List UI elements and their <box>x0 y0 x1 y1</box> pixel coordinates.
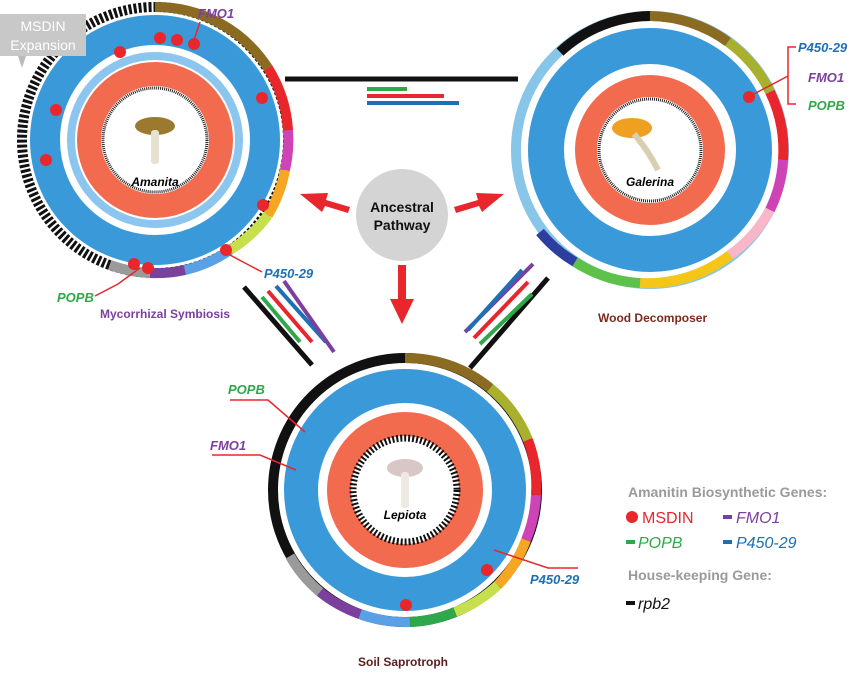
wood-decomposer-label: Wood Decomposer <box>598 311 707 325</box>
galerina-circos: Galerina <box>511 11 789 289</box>
center-arrows <box>300 193 504 324</box>
amanita-circos: Amanita <box>17 1 294 279</box>
lepiota-circos: Lepiota <box>268 352 542 628</box>
legend-p450-marker <box>723 540 732 544</box>
lepiota-msdin-dot-1 <box>481 564 493 576</box>
amanita-blue-track <box>30 15 280 265</box>
ancestral-line1: Ancestral <box>370 199 434 215</box>
galerina-p450-label: P450-29 <box>798 40 848 55</box>
galerina-gene-bracket <box>751 46 796 105</box>
top-link-gene-bars <box>367 87 459 105</box>
ancestral-line2: Pathway <box>374 217 431 233</box>
legend-p450-label: P450-29 <box>736 535 797 552</box>
left-link-line <box>242 285 314 367</box>
legend-title-biosynthetic: Amanitin Biosynthetic Genes: <box>628 484 827 500</box>
galerina-genus-label: Galerina <box>626 175 674 189</box>
msdin-expansion-callout: MSDIN Expansion <box>0 14 86 68</box>
lepiota-p450-label: P450-29 <box>530 572 580 587</box>
amanita-mushroom-icon <box>135 117 175 164</box>
galerina-msdin-dot <box>743 91 755 103</box>
soil-saprotroph-label: Soil Saprotroph <box>358 655 448 669</box>
lepiota-orange-track <box>327 412 483 568</box>
mycorrhizal-label: Mycorrhizal Symbiosis <box>100 307 230 321</box>
amanita-orange-track <box>77 62 233 218</box>
legend-popb-label: POPB <box>638 535 683 552</box>
lepiota-blue-track <box>284 369 526 611</box>
legend: Amanitin Biosynthetic Genes: MSDIN FMO1 … <box>626 484 827 613</box>
galerina-mushroom-icon <box>612 118 661 172</box>
legend-rpb2-marker <box>626 601 635 605</box>
legend-msdin-label: MSDIN <box>642 510 694 527</box>
lepiota-genus-label: Lepiota <box>384 508 427 522</box>
legend-fmo1-label: FMO1 <box>736 510 780 527</box>
legend-popb-marker <box>626 540 635 544</box>
amanita-fmo1-label: FMO1 <box>198 6 234 21</box>
amanita-popb-pointer <box>94 267 141 297</box>
arrow-to-lepiota <box>390 265 414 324</box>
amanita-msdin-dots <box>40 32 269 274</box>
galerina-fmo1-label: FMO1 <box>808 70 844 85</box>
lepiota-popb-pointer <box>230 399 306 433</box>
galerina-popb-label: POPB <box>808 98 845 113</box>
amanita-genus-label: Amanita <box>130 175 179 189</box>
right-link-gene-bars <box>463 262 535 346</box>
galerina-outer-ring <box>511 11 789 289</box>
legend-rpb2-label: rpb2 <box>638 596 670 613</box>
amanita-p450-label: P450-29 <box>264 266 314 281</box>
amanita-popb-label: POPB <box>57 290 94 305</box>
amanita-fmo1-pointer <box>193 21 201 41</box>
lepiota-p450-pointer <box>493 549 578 569</box>
arrow-to-galerina <box>454 193 504 213</box>
lepiota-msdin-dot-2 <box>400 599 412 611</box>
lepiota-outer-ring <box>268 352 542 628</box>
left-link-gene-bars <box>260 279 336 354</box>
legend-title-housekeeping: House-keeping Gene: <box>628 567 772 583</box>
galerina-blue-track <box>528 28 772 272</box>
lepiota-fmo1-pointer <box>212 454 297 471</box>
right-link-line <box>468 276 550 370</box>
galerina-orange-track <box>575 75 725 225</box>
legend-msdin-marker <box>626 511 638 523</box>
arrow-to-amanita <box>300 193 350 213</box>
legend-fmo1-marker <box>723 515 732 519</box>
ancestral-pathway-node: Ancestral Pathway <box>356 169 448 261</box>
lepiota-mushroom-icon <box>387 459 423 508</box>
msdin-expansion-line1: MSDIN <box>20 18 65 34</box>
amanita-p450-pointer <box>227 253 263 273</box>
msdin-expansion-line2: Expansion <box>10 37 75 53</box>
lepiota-popb-label: POPB <box>228 382 265 397</box>
lepiota-fmo1-label: FMO1 <box>210 438 246 453</box>
amanita-blue-track-inner <box>67 52 243 228</box>
